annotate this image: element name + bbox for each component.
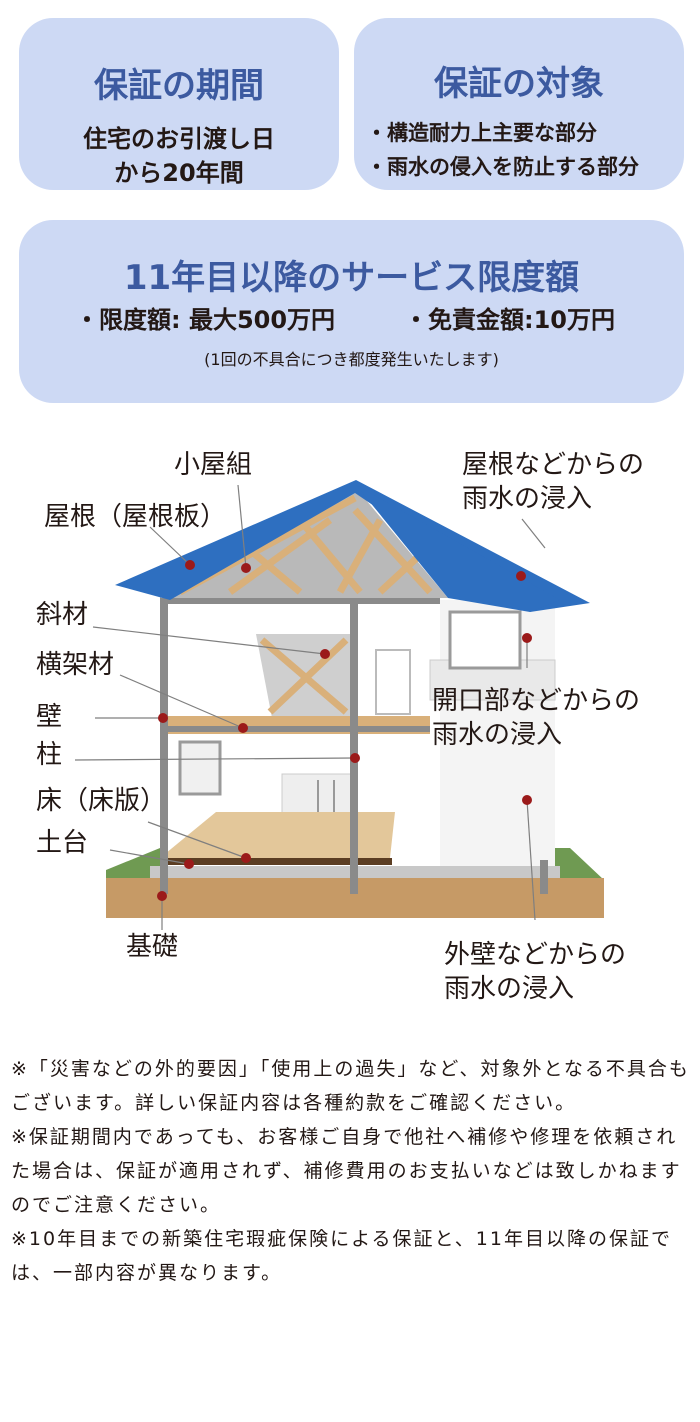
- column-center: [350, 490, 358, 894]
- label-kiso: 基礎: [126, 932, 179, 962]
- disclaimer-note: ※10年目までの新築住宅瑕疵保険による保証と、11年目以降の保証では、一部内容が…: [11, 1228, 672, 1284]
- window: [178, 740, 222, 796]
- first-floor-slab: [160, 812, 395, 858]
- disclaimer-note: ※保証期間内であっても、お客様ご自身で他社へ補修や修理を依頼された場合は、保証が…: [11, 1126, 682, 1216]
- label-yuka: 床（床版）: [36, 786, 167, 816]
- marker-dot: [157, 891, 167, 901]
- service-limit-card: 11年目以降のサービス限度額 ・限度額: 最大500万円 ・免責金額:10万円 …: [19, 220, 684, 403]
- label-koyagumi: 小屋組: [174, 450, 253, 480]
- label-dodai: 土台: [36, 828, 89, 858]
- warranty-target-item: ・構造耐力上主要な部分: [366, 121, 597, 145]
- column-right: [540, 860, 548, 894]
- label-yokokazai: 横架材: [36, 650, 115, 680]
- service-limit-note: (1回の不具合につき都度発生いたします): [204, 350, 499, 369]
- marker-dot: [522, 795, 532, 805]
- warranty-period-line: から20年間: [114, 159, 244, 187]
- marker-dot: [184, 859, 194, 869]
- marker-dot: [516, 571, 526, 581]
- warranty-target-list: ・構造耐力上主要な部分 ・雨水の侵入を防止する部分: [366, 116, 639, 184]
- warranty-target-item: ・雨水の侵入を防止する部分: [366, 155, 639, 179]
- marker-dot: [185, 560, 195, 570]
- label-wall-rain: 外壁などからの 雨水の浸入: [444, 940, 627, 1004]
- warranty-target-card: 保証の対象 ・構造耐力上主要な部分 ・雨水の侵入を防止する部分: [354, 18, 684, 190]
- disclaimer-note: ※「災害などの外的要因」「使用上の過失」など、対象外となる不具合もございます。詳…: [11, 1058, 690, 1114]
- marker-dot: [158, 713, 168, 723]
- label-opening-rain: 開口部などからの 雨水の浸入: [432, 686, 641, 750]
- house-structure-diagram: [74, 480, 604, 930]
- warranty-period-line: 住宅のお引渡し日: [83, 125, 275, 153]
- warranty-target-title: 保証の対象: [434, 64, 604, 104]
- service-deductible-amount: ・免責金額:10万円: [404, 306, 615, 334]
- marker-dot: [238, 723, 248, 733]
- label-kabe: 壁: [36, 702, 63, 732]
- service-limit-title: 11年目以降のサービス限度額: [123, 258, 580, 298]
- upper-window: [448, 610, 522, 670]
- label-yane: 屋根（屋根板）: [44, 502, 227, 532]
- marker-dot: [350, 753, 360, 763]
- warranty-period-title: 保証の期間: [94, 66, 264, 106]
- marker-dot: [241, 563, 251, 573]
- marker-dot: [522, 633, 532, 643]
- marker-dot: [320, 649, 330, 659]
- column-left: [160, 598, 168, 894]
- foundation-sill: [160, 858, 392, 865]
- warranty-period-body: 住宅のお引渡し日 から20年間: [19, 122, 339, 190]
- warranty-period-card: 保証の期間 住宅のお引渡し日 から20年間: [19, 18, 339, 190]
- door: [375, 649, 411, 715]
- disclaimer-notes: ※「災害などの外的要因」「使用上の過失」など、対象外となる不具合もございます。詳…: [11, 1052, 691, 1290]
- label-hashira: 柱: [36, 740, 63, 770]
- marker-dot: [241, 853, 251, 863]
- label-roof-rain: 屋根などからの 雨水の浸入: [462, 450, 645, 514]
- label-shazai: 斜材: [36, 600, 89, 630]
- service-limit-amount: ・限度額: 最大500万円: [75, 306, 336, 334]
